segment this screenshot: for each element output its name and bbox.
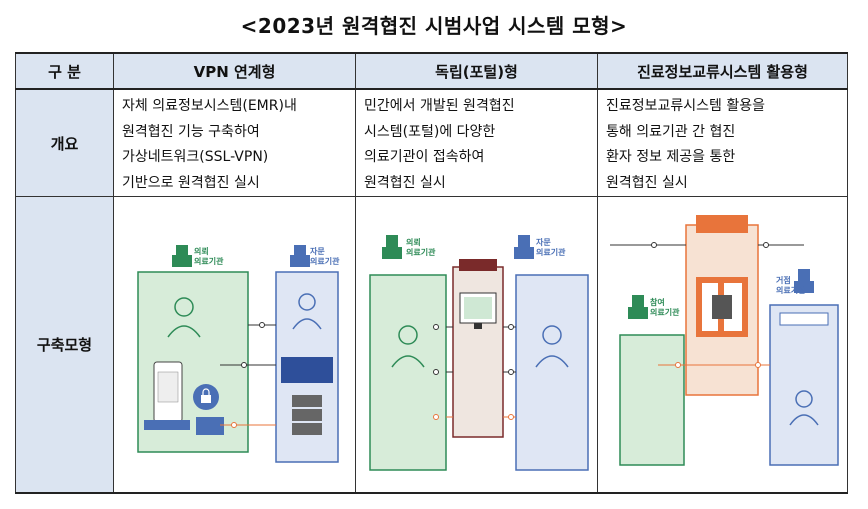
connector-dot xyxy=(241,362,247,368)
diagram-vpn: 의뢰 의료기관 xyxy=(113,196,356,494)
svg-text:의료기관: 의료기관 xyxy=(406,247,436,257)
hospital-icon xyxy=(382,235,402,259)
diagram-portal: 의뢰 의료기관 xyxy=(355,196,598,494)
connector-dot xyxy=(651,242,657,248)
hospital-icon xyxy=(514,235,534,259)
overview-label: 개요 xyxy=(15,88,114,197)
header-category: 구 분 xyxy=(15,52,114,90)
monitor-icon xyxy=(459,292,497,329)
overview-line: 원격협진 실시 xyxy=(606,174,688,191)
remote-institution-label: 자문 xyxy=(536,237,551,247)
doctor-icon xyxy=(535,325,569,368)
server-rack-icon xyxy=(696,277,748,337)
hospital-icon xyxy=(290,245,310,267)
hospital-icon xyxy=(628,295,648,319)
svg-text:의료기관: 의료기관 xyxy=(776,285,806,295)
overview-line: 통해 의료기관 간 협진 xyxy=(606,123,736,140)
overview-line: 의료기관이 접속하여 xyxy=(364,149,485,165)
overview-line: 민간에서 개발된 원격협진 xyxy=(364,98,515,114)
doctor-icon xyxy=(391,325,425,368)
doctor-icon xyxy=(789,390,819,426)
overview-vpn: 자체 의료정보시스템(EMR)내 원격협진 기능 구축하여 가상네트워크(SSL… xyxy=(113,88,356,197)
overview-portal: 민간에서 개발된 원격협진 시스템(포털)에 다양한 의료기관이 접속하여 원격… xyxy=(355,88,598,197)
connector-dot xyxy=(675,362,681,368)
portal-banner xyxy=(281,357,333,383)
vpn-lock-icon xyxy=(193,384,219,410)
svg-text:의료기관: 의료기관 xyxy=(310,256,340,266)
overview-line: 자체 의료정보시스템(EMR)내 xyxy=(122,98,297,114)
req-institution-label: 의뢰 xyxy=(406,237,421,247)
emr-device-icon xyxy=(144,361,190,430)
remote-institution-label: 자문 xyxy=(310,246,325,256)
overview-exchange: 진료정보교류시스템 활용을 통해 의료기관 간 협진 환자 정보 제공을 통한 … xyxy=(597,88,848,197)
overview-line: 환자 정보 제공을 통한 xyxy=(606,149,736,165)
exchange-diagram-svg: 참여 의료기관 거점 의료기관 xyxy=(610,215,839,466)
hospital-icon xyxy=(172,245,192,267)
server-icon xyxy=(292,395,322,435)
connector-dot xyxy=(433,414,439,420)
model-row: 구축모형 의뢰 의료기관 xyxy=(15,196,848,494)
connector-dot xyxy=(508,414,514,420)
req-institution-box xyxy=(619,334,685,466)
portal-system-title xyxy=(459,259,497,271)
overview-line: 진료정보교류시스템 활용을 xyxy=(606,98,766,114)
header-portal: 독립(포털)형 xyxy=(355,52,598,90)
doctor-icon xyxy=(167,297,201,338)
req-institution-label: 의뢰 xyxy=(194,246,209,256)
overview-line: 시스템(포털)에 다양한 xyxy=(364,123,496,140)
portal-diagram-svg: 의뢰 의료기관 xyxy=(369,235,589,471)
exchange-system-title xyxy=(696,215,748,233)
svg-text:의료기관: 의료기관 xyxy=(536,247,566,257)
connector-dot xyxy=(259,322,265,328)
vpn-badge xyxy=(196,417,224,435)
comparison-table: 구 분 VPN 연계형 독립(포털)형 진료정보교류시스템 활용형 개요 자체 … xyxy=(15,52,848,494)
req-institution-label: 참여 xyxy=(650,297,665,307)
overview-line: 가상네트워크(SSL-VPN) xyxy=(122,149,269,165)
remote-institution-label: 거점 xyxy=(776,275,791,285)
remote-institution-box xyxy=(515,274,589,471)
header-vpn: VPN 연계형 xyxy=(113,52,356,90)
svg-text:의료기관: 의료기관 xyxy=(194,256,224,266)
connector-dot xyxy=(763,242,769,248)
remote-institution-box xyxy=(769,304,839,466)
connector-dot xyxy=(433,324,439,330)
page-title: <2023년 원격협진 시범사업 시스템 모형> xyxy=(240,14,628,38)
connector-dot xyxy=(231,422,237,428)
connector-dot xyxy=(508,324,514,330)
connector-dot xyxy=(755,362,761,368)
hospital-icon xyxy=(794,269,814,293)
svg-text:의료기관: 의료기관 xyxy=(650,307,680,317)
model-label: 구축모형 xyxy=(15,196,114,494)
connector-dot xyxy=(433,369,439,375)
overview-row: 개요 자체 의료정보시스템(EMR)내 원격협진 기능 구축하여 가상네트워크(… xyxy=(15,88,848,197)
vpn-diagram-svg: 의뢰 의료기관 xyxy=(137,245,340,463)
header-exchange: 진료정보교류시스템 활용형 xyxy=(597,52,848,90)
connector-dot xyxy=(508,369,514,375)
doctor-icon xyxy=(292,293,322,330)
overview-line: 원격협진 실시 xyxy=(364,174,446,191)
overview-line: 원격협진 기능 구축하여 xyxy=(122,123,260,140)
diagram-exchange: 참여 의료기관 거점 의료기관 xyxy=(597,196,848,494)
overview-line: 기반으로 원격협진 실시 xyxy=(122,174,260,191)
table-header-row: 구 분 VPN 연계형 독립(포털)형 진료정보교류시스템 활용형 xyxy=(15,52,848,90)
hub-task-label xyxy=(779,312,829,326)
